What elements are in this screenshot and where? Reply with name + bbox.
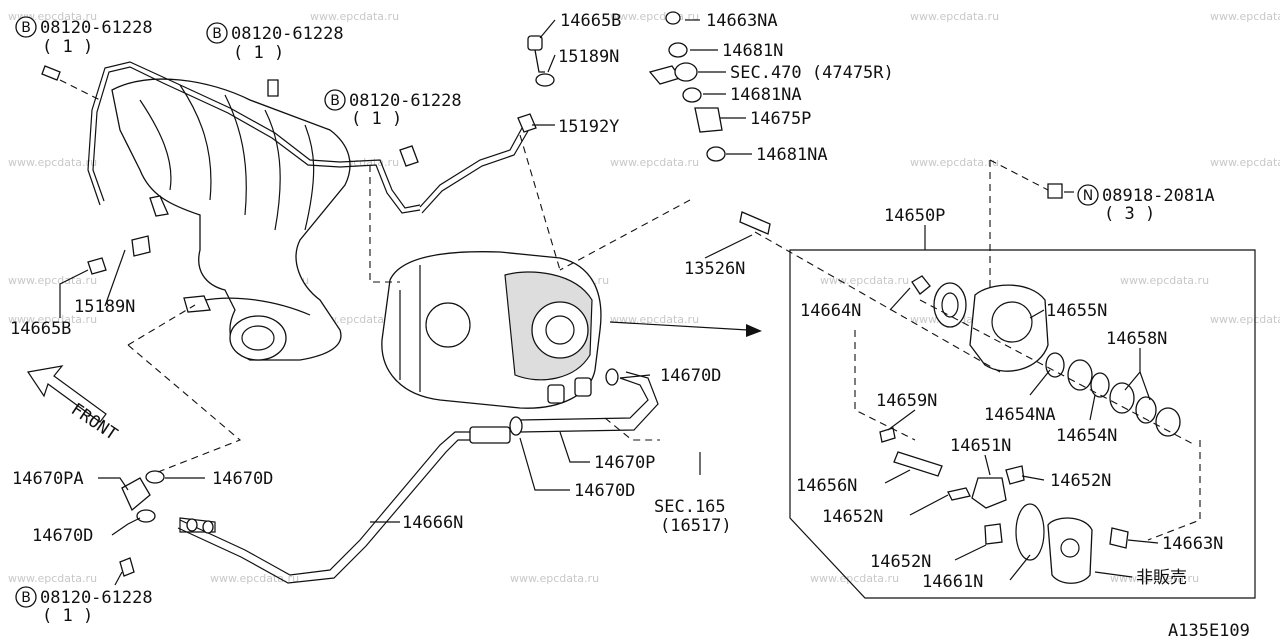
part-label: 14654NA xyxy=(984,405,1056,425)
alternator xyxy=(381,251,602,409)
bolt-part-number: 08120-61228 xyxy=(40,588,153,608)
svg-text:B: B xyxy=(21,590,31,606)
diagram-id: A135E109 xyxy=(1168,621,1250,640)
part-label: 14659N xyxy=(876,391,937,411)
part-label: 13526N xyxy=(684,259,745,279)
watermark: www.epcdata.ru xyxy=(210,572,299,585)
bolt-quantity: ( 1 ) xyxy=(351,109,402,129)
svg-text:B: B xyxy=(330,93,340,109)
part-label: 14670PA xyxy=(12,469,84,489)
part-label: 14670D xyxy=(574,481,635,501)
part-label: 14655N xyxy=(1046,301,1107,321)
part-label: 14663N xyxy=(1162,534,1223,554)
watermark: www.epcdata.ru xyxy=(310,10,399,23)
bolt-quantity: ( 1 ) xyxy=(233,43,284,63)
part-label: 14681NA xyxy=(756,145,828,165)
nut-badge: N xyxy=(1077,184,1099,206)
part-label: 14681NA xyxy=(730,85,802,105)
part-label: 14665B xyxy=(560,11,621,31)
svg-text:B: B xyxy=(212,26,222,42)
part-label: 14652N xyxy=(1050,471,1111,491)
front-label: FRONT xyxy=(67,400,121,445)
part-label: 14664N xyxy=(800,301,861,321)
watermark: www.epcdata.ru xyxy=(1210,313,1280,326)
part-label: 14666N xyxy=(402,513,463,533)
watermark: www.epcdata.ru xyxy=(1120,274,1209,287)
part-label: 14681N xyxy=(722,41,783,61)
watermark: www.epcdata.ru xyxy=(8,274,97,287)
part-label: 14654N xyxy=(1056,426,1117,446)
watermark: www.epcdata.ru xyxy=(910,10,999,23)
watermark: www.epcdata.ru xyxy=(8,313,97,326)
watermark: www.epcdata.ru xyxy=(1110,572,1199,585)
bolt-part-number: 08120-61228 xyxy=(40,18,153,38)
bolt-quantity: ( 1 ) xyxy=(42,606,93,626)
front-arrow: FRONT xyxy=(26,365,121,445)
watermark: www.epcdata.ru xyxy=(8,572,97,585)
part-label: 14670P xyxy=(594,453,655,473)
watermark: www.epcdata.ru xyxy=(820,274,909,287)
part-label: 15192Y xyxy=(558,117,619,137)
part-label: 15189N xyxy=(74,297,135,317)
part-label: 14652N xyxy=(822,507,883,527)
part-label: 14658N xyxy=(1106,329,1167,349)
watermark: www.epcdata.ru xyxy=(510,572,599,585)
bolt-badge: B xyxy=(15,586,37,608)
nut-part-number: 08918-2081A xyxy=(1102,186,1215,206)
not-for-sale-note: 非販売 xyxy=(1136,568,1187,588)
bolt-badge: B xyxy=(324,89,346,111)
watermark: www.epcdata.ru xyxy=(810,572,899,585)
exploded-pump-parts xyxy=(739,183,1181,584)
part-label: 14650P xyxy=(884,206,945,226)
bolt-part-number: 08120-61228 xyxy=(349,91,462,111)
watermark: www.epcdata.ru xyxy=(1210,10,1280,23)
bolt-badge: B xyxy=(206,22,228,44)
bolt-part-number: 08120-61228 xyxy=(231,24,344,44)
watermark: www.epcdata.ru xyxy=(610,10,699,23)
bolt-badge: B xyxy=(15,16,37,38)
section-reference: SEC.165 xyxy=(654,497,726,517)
part-label: 14665B xyxy=(10,319,71,339)
part-label: 14656N xyxy=(796,476,857,496)
svg-text:B: B xyxy=(21,20,31,36)
dashed-guide-lines xyxy=(59,79,1201,541)
left-small-parts xyxy=(41,65,419,577)
part-label: 14661N xyxy=(922,572,983,592)
vacuum-tube-manifold xyxy=(87,61,421,214)
part-label: 14670D xyxy=(32,526,93,546)
watermark: www.epcdata.ru xyxy=(910,156,999,169)
part-labels: 08120-61228 ( 1 ) 08120-61228 ( 1 ) 0812… xyxy=(10,11,1250,640)
part-label: 14651N xyxy=(950,436,1011,456)
part-label: 14652N xyxy=(870,552,931,572)
watermark: www.epcdata.ru xyxy=(1210,156,1280,169)
top-fittings xyxy=(527,11,726,162)
explode-arrow xyxy=(609,321,762,337)
section-reference: SEC.470 (47475R) xyxy=(730,63,894,83)
nut-quantity: ( 3 ) xyxy=(1104,204,1155,224)
part-label: 14675P xyxy=(750,109,811,129)
tube-14666n xyxy=(177,426,511,584)
part-label: 14670D xyxy=(660,366,721,386)
exploded-view-frame xyxy=(789,249,1256,599)
section-reference: (16517) xyxy=(660,516,732,536)
watermark: www.epcdata.ru xyxy=(8,156,97,169)
svg-text:N: N xyxy=(1083,188,1093,204)
bolt-quantity: ( 1 ) xyxy=(42,37,93,57)
hose-15192y xyxy=(419,113,537,214)
watermark: www.epcdata.ru xyxy=(610,156,699,169)
leader-lines xyxy=(59,19,1159,586)
part-label: 15189N xyxy=(558,47,619,67)
intake-manifold xyxy=(111,78,351,361)
part-label: 14670D xyxy=(212,469,273,489)
part-label: 14663NA xyxy=(706,11,778,31)
